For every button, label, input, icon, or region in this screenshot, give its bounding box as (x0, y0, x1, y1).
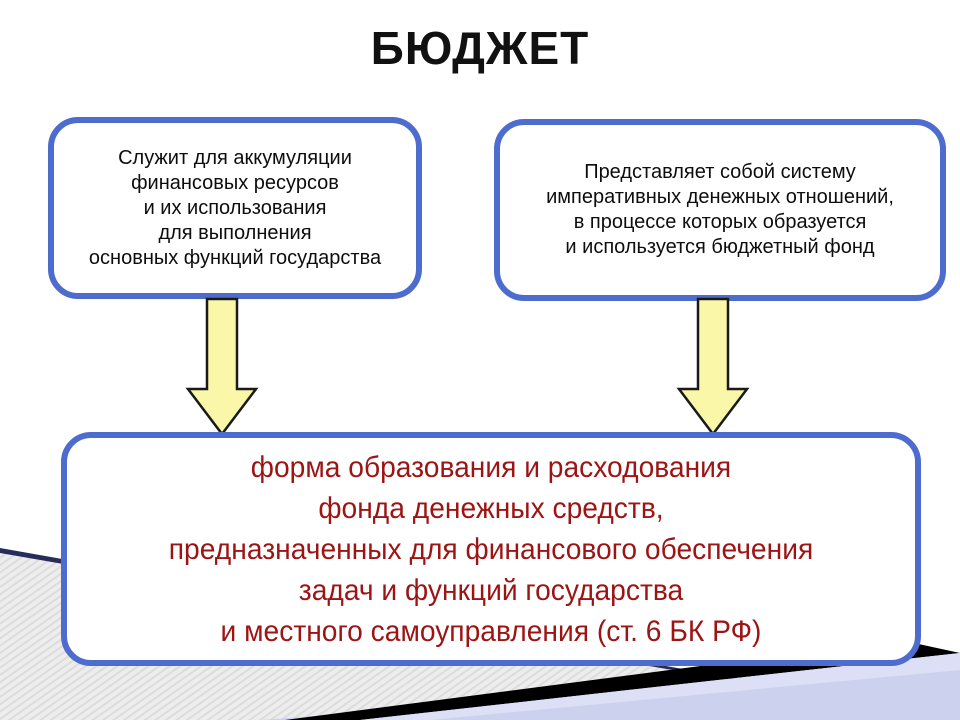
text-line: Представляет собой систему (584, 161, 856, 183)
definition-box: форма образования и расходования фонда д… (61, 432, 921, 666)
arrow-down-icon (185, 297, 259, 437)
text-line: и их использования (143, 196, 327, 219)
concept-box-left: Служит для аккумуляции финансовых ресурс… (48, 117, 422, 299)
arrow-down-icon (676, 297, 750, 437)
concept-box-left-text: Служит для аккумуляции финансовых ресурс… (54, 146, 416, 271)
text-line: фонда денежных средств, (318, 491, 664, 525)
text-line: финансовых ресурсов (131, 171, 339, 194)
concept-box-right-text: Представляет собой систему императивных … (500, 160, 940, 260)
text-line: и местного самоуправления (ст. 6 БК РФ) (220, 614, 762, 648)
text-line: для выполнения (158, 221, 312, 244)
text-line: форма образования и расходования (250, 450, 732, 484)
text-line: Служит для аккумуляции (118, 146, 352, 169)
definition-box-text: форма образования и расходования фонда д… (67, 447, 915, 652)
text-line: в процессе которых образуется (573, 211, 867, 233)
text-line: предназначенных для финансового обеспече… (168, 532, 814, 566)
text-line: императивных денежных отношений, (546, 186, 894, 208)
concept-box-right: Представляет собой систему императивных … (494, 119, 946, 301)
text-line: и используется бюджетный фонд (565, 236, 875, 258)
text-line: задач и функций государства (298, 573, 684, 607)
text-line: основных функций государства (88, 246, 382, 269)
page-title: БЮДЖЕТ (370, 22, 590, 74)
